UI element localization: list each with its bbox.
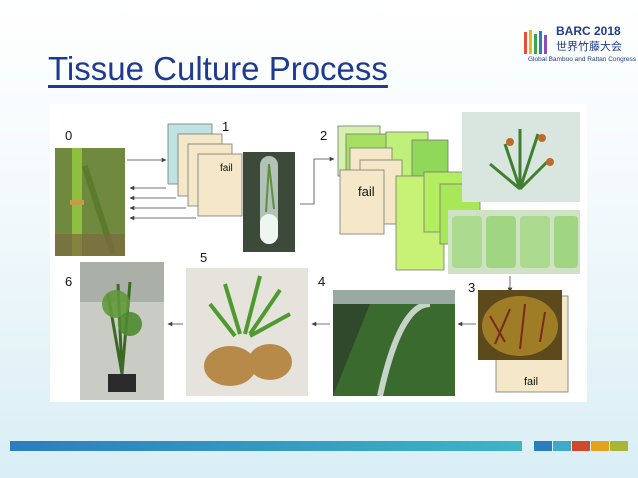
process-diagram: 0 1 2 3 4 5 6 fail fail fail — [50, 104, 587, 402]
plantlets-photo — [462, 112, 580, 202]
logo-name: BARC 2018 — [556, 24, 621, 38]
footer-square-orange — [591, 441, 609, 451]
footer-bar — [10, 441, 522, 451]
step-4-greenhouse-photo — [333, 290, 455, 397]
step-label-1: 1 — [222, 119, 230, 134]
barc-logo — [522, 22, 632, 72]
footer-square-red — [572, 441, 590, 451]
step-label-6: 6 — [65, 274, 73, 289]
step-6-potted-bamboo-photo — [80, 262, 164, 400]
step-label-2: 2 — [320, 128, 328, 143]
step-label-5: 5 — [200, 250, 208, 265]
bamboo-logo-icon — [524, 30, 547, 54]
step-5-rooted-plantlets-photo — [186, 268, 308, 396]
fail-label-step-3: fail — [524, 376, 539, 388]
step-0-bamboo-photo — [55, 148, 125, 256]
step-label-0: 0 — [65, 128, 73, 143]
footer-square-green — [610, 441, 628, 451]
culture-jars-photo — [448, 210, 580, 274]
step-3-rooting-photo — [478, 290, 569, 393]
footer-square-teal — [553, 441, 571, 451]
step-1-culture-stack — [167, 123, 243, 217]
slide-title: Tissue Culture Process — [48, 50, 388, 87]
fail-label-step-1: fail — [220, 163, 233, 174]
step-label-3: 3 — [468, 280, 476, 295]
diagram-graphics — [55, 112, 580, 400]
step-label-4: 4 — [318, 274, 326, 289]
logo-subtitle: Global Bamboo and Rattan Congress — [528, 56, 637, 63]
test-tube-photo — [243, 152, 295, 252]
logo-chinese-name: 世界竹藤大会 — [556, 41, 622, 53]
fail-label-step-2: fail — [358, 184, 375, 199]
footer-square-blue — [534, 441, 552, 451]
